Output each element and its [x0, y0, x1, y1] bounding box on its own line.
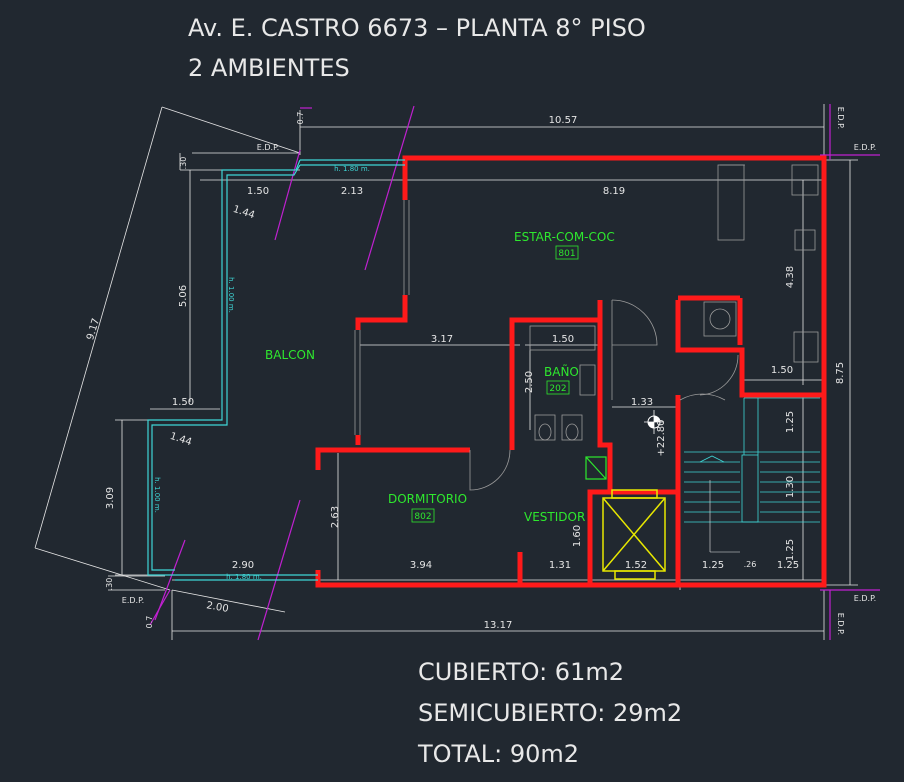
room-bano: BAÑO	[544, 364, 579, 379]
svg-text:h. 1.00 m.: h. 1.00 m.	[227, 277, 235, 313]
svg-text:h. 1.00 m.: h. 1.00 m.	[153, 477, 161, 513]
room-vestidor: VESTIDOR	[524, 510, 585, 524]
svg-text:E.D.P.: E.D.P.	[854, 143, 876, 152]
svg-text:2.50: 2.50	[524, 371, 535, 393]
svg-text:0.7: 0.7	[145, 616, 154, 629]
level-marker	[644, 410, 664, 434]
svg-text:1.50: 1.50	[247, 186, 269, 197]
svg-text:3.09: 3.09	[105, 487, 116, 509]
plan-subtitle: 2 AMBIENTES	[188, 54, 350, 82]
svg-text:h. 1.80 m.: h. 1.80 m.	[334, 165, 370, 173]
svg-text:9.17: 9.17	[85, 317, 102, 342]
svg-text:8.75: 8.75	[835, 362, 846, 384]
svg-text:1.33: 1.33	[631, 397, 653, 408]
svg-text:1.25: 1.25	[785, 539, 796, 561]
room-estar: ESTAR-COM-COC	[514, 230, 615, 244]
plan-title: Av. E. CASTRO 6673 – PLANTA 8° PISO	[188, 14, 646, 42]
total-cubierto: CUBIERTO: 61m2	[418, 658, 624, 686]
balcony-railing	[147, 159, 405, 581]
svg-text:E.D.P.: E.D.P.	[836, 107, 845, 129]
svg-text:3.17: 3.17	[431, 334, 453, 345]
walls	[315, 155, 827, 588]
svg-text:.26: .26	[744, 560, 757, 569]
total-semicubierto: SEMICUBIERTO: 29m2	[418, 699, 682, 727]
svg-text:.30: .30	[179, 157, 188, 170]
room-estar-code: 801	[558, 249, 575, 259]
svg-text:E.D.P.: E.D.P.	[122, 596, 144, 605]
elevator	[602, 489, 666, 580]
svg-text:1.50: 1.50	[771, 365, 793, 376]
svg-text:1.50: 1.50	[172, 397, 194, 408]
room-bano-code: 202	[549, 384, 566, 394]
svg-text:13.17: 13.17	[484, 620, 513, 631]
room-dormitorio-code: 802	[414, 512, 431, 522]
svg-text:2.13: 2.13	[341, 186, 363, 197]
svg-text:1.44: 1.44	[231, 204, 256, 221]
svg-text:3.94: 3.94	[410, 560, 432, 571]
svg-text:0.7: 0.7	[296, 112, 305, 125]
svg-text:2.90: 2.90	[232, 560, 254, 571]
edp-labels: E.D.P. E.D.P. E.D.P. E.D.P. E.D.P. E.D.P…	[122, 107, 876, 635]
svg-text:1.31: 1.31	[549, 560, 571, 571]
svg-text:8.19: 8.19	[603, 186, 625, 197]
svg-text:.30: .30	[105, 578, 114, 591]
svg-text:h. 1.80 m.: h. 1.80 m.	[226, 573, 262, 581]
svg-text:1.50: 1.50	[552, 334, 574, 345]
svg-text:E.D.P.: E.D.P.	[854, 594, 876, 603]
svg-text:+22.80: +22.80	[656, 419, 667, 456]
room-dormitorio: DORMITORIO	[388, 492, 467, 506]
total-area: TOTAL: 90m2	[417, 740, 579, 768]
svg-text:1.25: 1.25	[785, 411, 796, 433]
svg-text:E.D.P.: E.D.P.	[257, 143, 279, 152]
svg-text:1.25: 1.25	[702, 560, 724, 571]
svg-text:1.52: 1.52	[625, 560, 647, 571]
svg-text:1.30: 1.30	[785, 476, 796, 498]
svg-text:4.38: 4.38	[785, 266, 796, 288]
dimension-texts: 10.57 13.17 1.50 2.13 8.19 1.44 5.06 9.1…	[85, 112, 846, 631]
room-balcon: BALCON	[265, 348, 315, 362]
shaft	[585, 456, 607, 480]
svg-text:10.57: 10.57	[549, 115, 578, 126]
interior-lines	[354, 164, 819, 491]
svg-text:2.63: 2.63	[330, 506, 341, 528]
stairs	[684, 397, 820, 523]
svg-text:1.60: 1.60	[572, 525, 583, 547]
svg-text:5.06: 5.06	[178, 285, 189, 307]
svg-text:1.25: 1.25	[777, 560, 799, 571]
edp-markers	[149, 104, 880, 641]
svg-text:1.44: 1.44	[168, 431, 193, 448]
railing-labels: h. 1.80 m. h. 1.00 m. h. 1.00 m. h. 1.80…	[153, 165, 370, 581]
svg-text:2.00: 2.00	[206, 600, 230, 615]
svg-text:E.D.P.: E.D.P.	[836, 613, 845, 635]
